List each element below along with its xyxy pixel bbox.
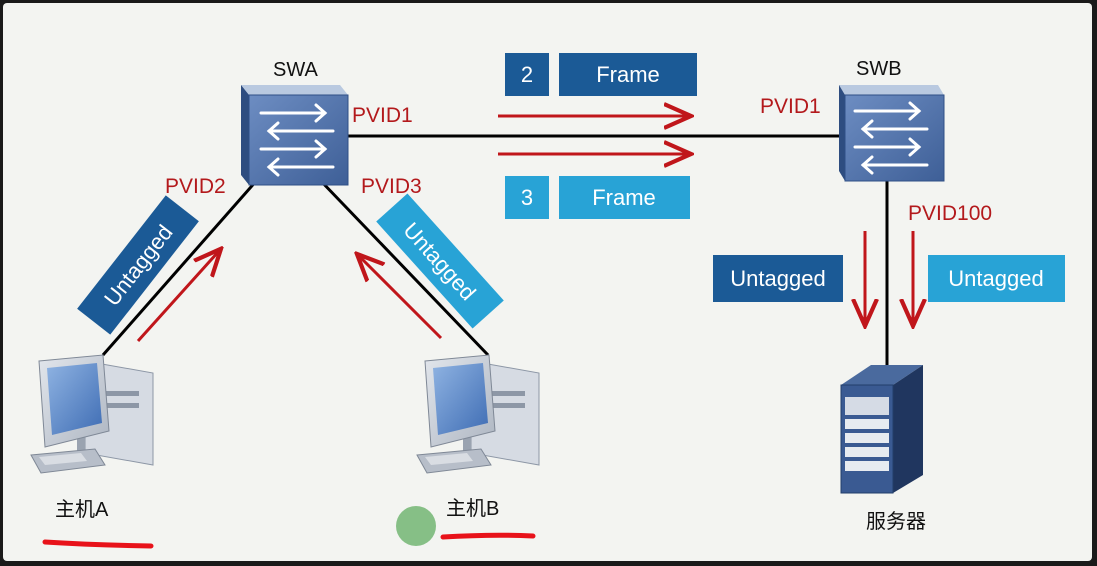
host-a-label: 主机A [55, 498, 109, 521]
vlan-tag-text: 3 [521, 185, 533, 210]
frame-box [559, 53, 697, 96]
host-b-computer-icon[interactable] [416, 354, 540, 474]
port-label-swa-host-a: PVID2 [165, 175, 226, 198]
tagged-frame-3: 3 Frame [505, 176, 690, 219]
swb-label: SWB [856, 58, 902, 80]
vlan-tag-box [505, 53, 549, 96]
link-swa-host-a [101, 170, 267, 356]
link-lines [101, 134, 889, 368]
underline-host-a [42, 539, 154, 549]
untagged-text: Untagged [948, 266, 1043, 291]
port-label-swb-uplink: PVID1 [760, 95, 821, 118]
switch-swb-icon[interactable] [839, 85, 945, 182]
arrow-host-a-up [136, 251, 219, 343]
frame-text: Frame [592, 185, 656, 210]
server-icon[interactable] [840, 365, 923, 494]
arrow-host-b-up [359, 256, 443, 340]
vlan-tag-box [505, 176, 549, 219]
untagged-badge-server-right: Untagged [928, 255, 1065, 302]
host-a-computer-icon[interactable] [30, 354, 154, 474]
swa-label: SWA [273, 59, 318, 81]
vlan-tag-text: 2 [521, 62, 533, 87]
port-label-swa-host-b: PVID3 [361, 175, 422, 198]
untagged-text: Untagged [730, 266, 825, 291]
underline-host-b [440, 532, 536, 540]
frame-box [559, 176, 690, 219]
flow-arrows [136, 116, 913, 343]
tagged-frame-2: 2 Frame [505, 53, 697, 96]
switch-swa-icon[interactable] [241, 85, 349, 186]
port-label-swa-uplink: PVID1 [352, 104, 413, 127]
diagram-canvas: SWA SWB PVID1 PVID2 PVID3 PVID1 PVID100 … [3, 3, 1092, 561]
untagged-badge-server-left: Untagged [713, 255, 843, 302]
host-b-label: 主机B [446, 497, 499, 520]
cursor-indicator [396, 506, 436, 546]
untagged-badge-host-b: Untagged [376, 193, 504, 329]
frame-text: Frame [596, 62, 660, 87]
vlan-diagram: SWA SWB PVID1 PVID2 PVID3 PVID1 PVID100 … [30, 53, 1065, 549]
port-label-swb-downlink: PVID100 [908, 202, 992, 225]
link-swa-host-b [316, 176, 490, 357]
server-label: 服务器 [866, 510, 926, 533]
